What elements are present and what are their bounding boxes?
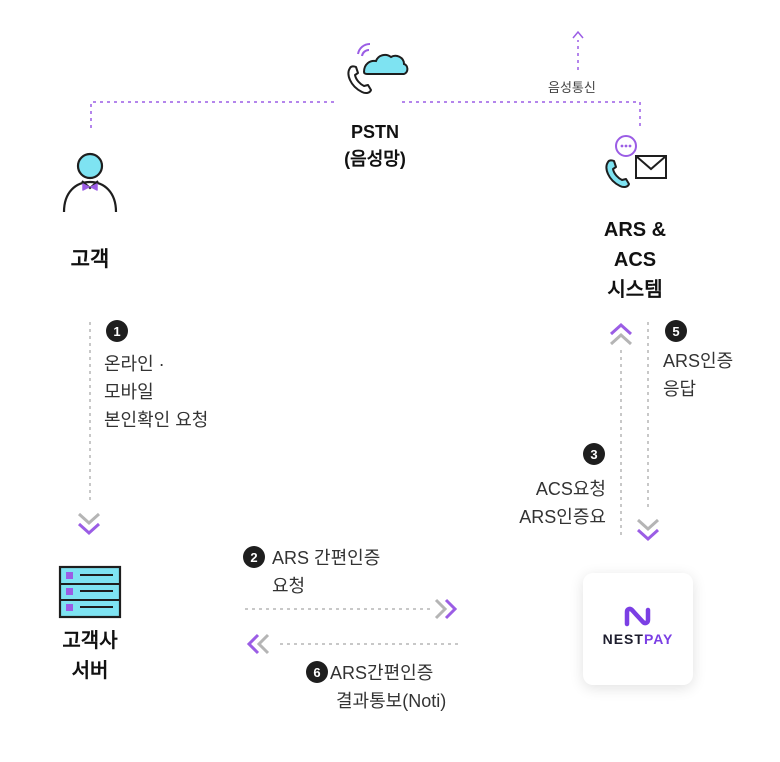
nestpay-card: NESTPAY [583,573,693,685]
nestpay-wordmark-right: PAY [643,631,674,647]
step3-badge: 3 [583,443,605,465]
voice-network-line-right [402,101,641,128]
pstn-label: PSTN (음성망) [320,119,430,173]
step1-label: 온라인 · 모바일 본인확인 요청 [104,350,208,434]
ars-label-line3: 시스템 [607,279,663,301]
customer-label: 고객 [70,248,110,271]
pstn-subtitle: (음성망) [344,149,406,169]
ars-acs-system-label: ARS & ACS 시스템 [580,215,690,305]
step1-down-arrow-icon [77,512,101,536]
step2-line1: ARS 간편인증 [272,548,381,568]
nestpay-logo-icon [624,606,651,627]
step2-line2: 요청 [272,576,306,596]
ars-label-line2: ACS [613,249,657,271]
step5-up-arrow-icon [609,322,633,346]
server-label-line2: 서버 [71,660,109,682]
step6-badge: 6 [306,661,328,683]
server-label: 고객사 서버 [40,626,140,686]
step5-line1: ARS인증 [663,351,734,371]
step2-badge: 2 [243,546,265,568]
step6-left-arrow-icon [246,633,270,655]
pstn-title: PSTN [350,122,399,142]
step1-badge: 1 [106,320,128,342]
step1-line1: 온라인 · [104,354,165,374]
step6-line1: ARS간편인증 [330,663,434,683]
step6-label: ARS간편인증 결과통보(Noti) [330,659,446,715]
step2-label: ARS 간편인증 요청 [272,544,380,600]
step5-line2: 응답 [663,379,697,399]
nestpay-wordmark-left: NEST [602,631,644,647]
step2-right-arrow-icon [434,598,458,620]
nestpay-wordmark: NESTPAY [583,631,693,647]
step5-label: ARS인증 응답 [663,347,733,403]
step1-line2: 모바일 [104,382,154,402]
server-label-line1: 고객사 [62,630,118,652]
step3-label: ACS요청 ARS인증요 [470,475,606,531]
step5-badge: 5 [665,320,687,342]
customer-person-icon [62,152,118,213]
phone-mail-icon [605,135,667,189]
step3-line2: ARS인증요 [519,507,606,527]
step6-line2: 결과통보(Noti) [336,691,447,711]
step3-line1: ACS요청 [535,479,606,499]
server-icon [58,565,122,619]
phone-cloud-icon [347,42,409,95]
step1-line3: 본인확인 요청 [104,410,209,430]
ars-label-line1: ARS & [603,219,667,241]
step3-down-arrow-icon [636,518,660,542]
voice-network-line [90,101,338,128]
voice-communication-label: 음성통신 [548,80,596,95]
voice-up-arrow-icon [572,30,584,39]
